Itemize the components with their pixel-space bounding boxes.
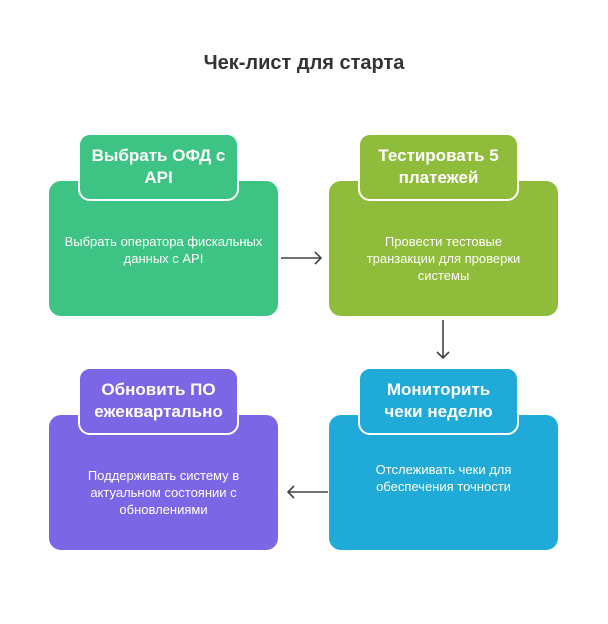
arrow-down-icon	[436, 320, 450, 360]
step-heading: Обновить ПО ежеквартально	[78, 367, 239, 435]
arrow-left-icon	[286, 485, 328, 499]
step-description: Провести тестовые транзакции для проверк…	[366, 234, 521, 283]
step-heading: Выбрать ОФД с API	[78, 133, 239, 201]
step-description: Отслеживать чеки для обеспечения точност…	[375, 462, 512, 494]
step-card-test-payments: Тестировать 5 платежей Провести тестовые…	[329, 133, 558, 316]
step-description: Выбрать оператора фискальных данных с AP…	[64, 234, 263, 266]
step-card-choose-ofd: Выбрать ОФД с API Выбрать оператора фиск…	[49, 133, 278, 316]
step-heading: Мониторить чеки неделю	[358, 367, 519, 435]
step-card-monitor-receipts: Мониторить чеки неделю Отслеживать чеки …	[329, 367, 558, 550]
step-card-update-software: Обновить ПО ежеквартально Поддерживать с…	[49, 367, 278, 550]
step-description: Поддерживать систему в актуальном состоя…	[87, 468, 240, 517]
step-heading: Тестировать 5 платежей	[358, 133, 519, 201]
arrow-right-icon	[281, 251, 323, 265]
diagram-title: Чек-лист для старта	[203, 52, 405, 74]
